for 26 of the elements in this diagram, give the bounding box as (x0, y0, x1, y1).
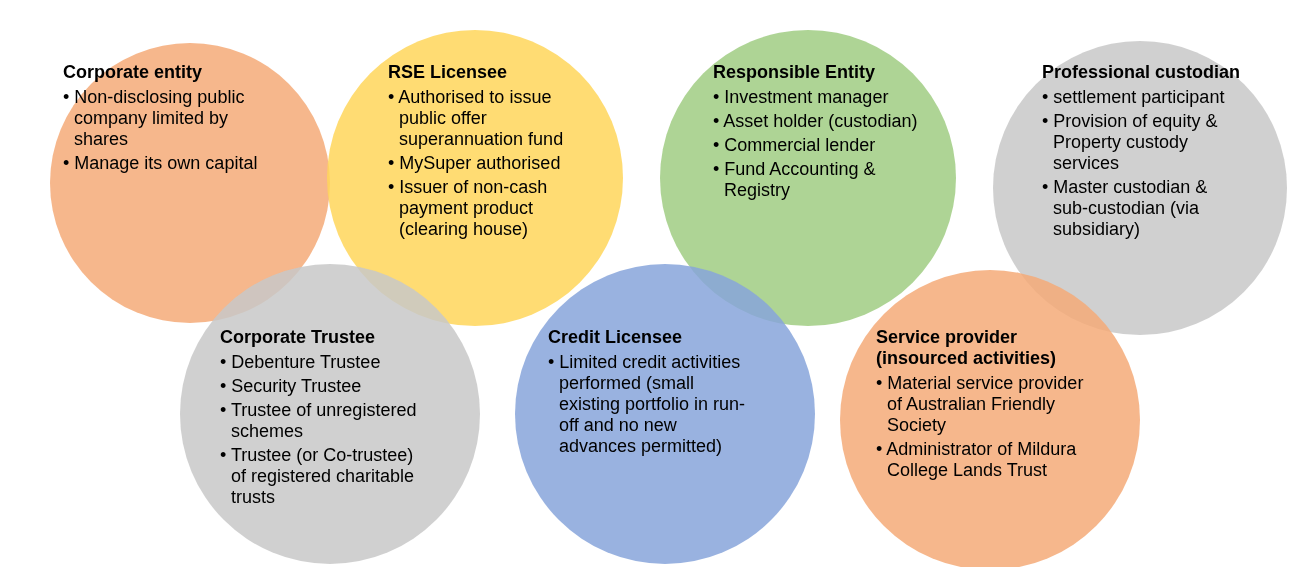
bullet-item: • settlement participant (1042, 87, 1226, 108)
bullet-item: • Trustee of unregistered schemes (220, 400, 418, 442)
bullet-item: • Manage its own capital (63, 153, 259, 174)
circle-heading: Professional custodian (1042, 62, 1242, 83)
circle-heading: Corporate Trustee (220, 327, 377, 348)
bullet-item: • Non-disclosing public company limited by shares (63, 87, 246, 150)
bullet-item: • Fund Accounting & Registry (713, 159, 877, 201)
bullet-item: • Material service provider of Australian Friendly Society (876, 373, 1085, 436)
bullet-item: • Master custodian & sub-custodian (via subsidiary) (1042, 177, 1209, 240)
circle-heading: Credit Licensee (548, 327, 684, 348)
bullet-item: • Commercial lender (713, 135, 877, 156)
bullet-item: • MySuper authorised (388, 153, 562, 174)
bullet-item: • Security Trustee (220, 376, 363, 397)
bullet-item: • Asset holder (custodian) (713, 111, 919, 132)
circle-heading: Corporate entity (63, 62, 204, 83)
circle-heading: Responsible Entity (713, 62, 877, 83)
bullet-item: • Issuer of non-cash payment product (clearing house) (388, 177, 549, 240)
bullet-item: • Investment manager (713, 87, 890, 108)
bullet-item: • Authorised to issue public offer superannuation fund (388, 87, 565, 150)
circle-heading: RSE Licensee (388, 62, 509, 83)
bullet-item: • Limited credit activities performed (small existing portfolio in run-off and no new advances permitted) (548, 352, 747, 457)
circle-heading: Service provider (insourced activities) (876, 327, 1058, 369)
bullet-item: • Administrator of Mildura College Lands Trust (876, 439, 1078, 481)
bullet-item: • Debenture Trustee (220, 352, 382, 373)
bullet-item: • Trustee (or Co-trustee) of registered charitable trusts (220, 445, 416, 508)
bullet-item: • Provision of equity & Property custody services (1042, 111, 1219, 174)
